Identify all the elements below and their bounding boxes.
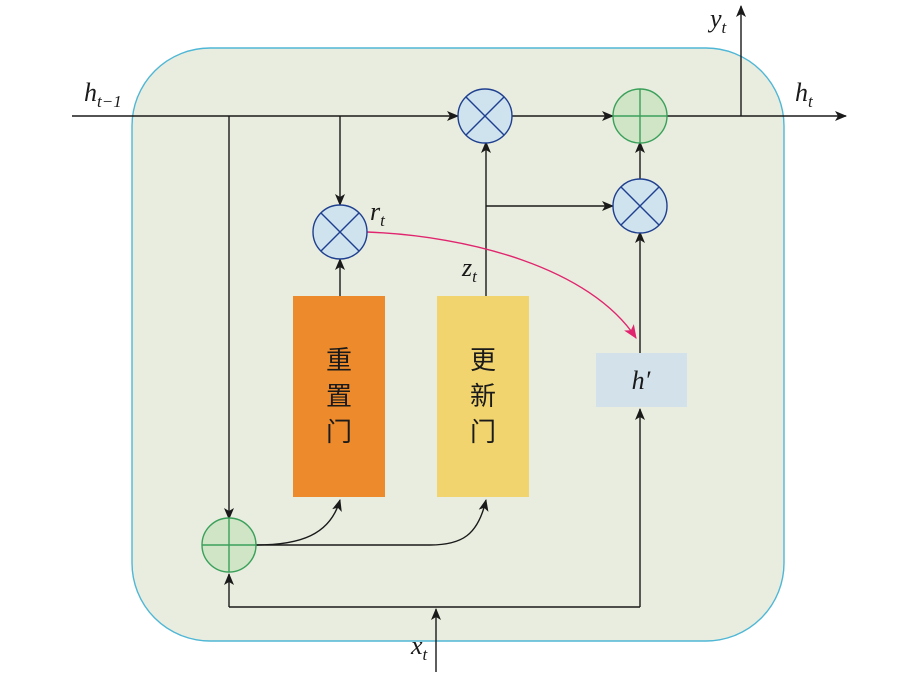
update-gate-char-2: 新: [470, 382, 496, 412]
reset-gate: 重 置 门: [293, 296, 385, 497]
candidate-state: h′: [596, 353, 687, 407]
r-gate-label-sub: t: [380, 211, 386, 230]
yout-label-sub: t: [722, 18, 728, 37]
reset-gate-char-2: 置: [326, 382, 352, 412]
hout-label-main: h: [795, 78, 808, 107]
wire-reset-to-candidate: [366, 231, 637, 339]
reset-gate-box: [293, 296, 385, 497]
yout-label: yt: [707, 4, 728, 37]
wire-input-add-to-update-gate: [256, 499, 489, 546]
reset-gate-char-3: 门: [326, 418, 352, 448]
input-add-node: [201, 517, 257, 573]
hout-label: ht: [795, 78, 814, 111]
r-gate-label: rt: [370, 197, 386, 230]
hprev-label-sub: t−1: [97, 92, 122, 111]
z-gate-label-sub: t: [472, 267, 478, 286]
connection-wires: [72, 5, 847, 672]
hprev-label-main: h: [84, 78, 97, 107]
candidate-box: [596, 353, 687, 407]
z-gate-label-main: z: [461, 253, 472, 282]
yout-label-main: y: [707, 4, 722, 33]
top-add-node: [612, 88, 668, 144]
update-gate: 更 新 门: [437, 296, 529, 497]
candidate-label: h′: [632, 366, 651, 395]
hprev-label: ht−1: [84, 78, 122, 111]
update-gate-char-1: 更: [470, 346, 496, 376]
reset-gate-char-1: 重: [326, 346, 352, 376]
z-gate-label: zt: [461, 253, 478, 286]
reset-multiply-node: [312, 204, 368, 260]
update-gate-box: [437, 296, 529, 497]
top-multiply-node: [457, 88, 513, 144]
xin-label-sub: t: [423, 645, 429, 664]
update-gate-char-3: 门: [470, 418, 496, 448]
xin-label-main: x: [410, 631, 423, 660]
xin-label: xt: [410, 631, 429, 664]
right-multiply-node: [612, 178, 668, 234]
hout-label-sub: t: [808, 92, 814, 111]
r-gate-label-main: r: [370, 197, 381, 226]
